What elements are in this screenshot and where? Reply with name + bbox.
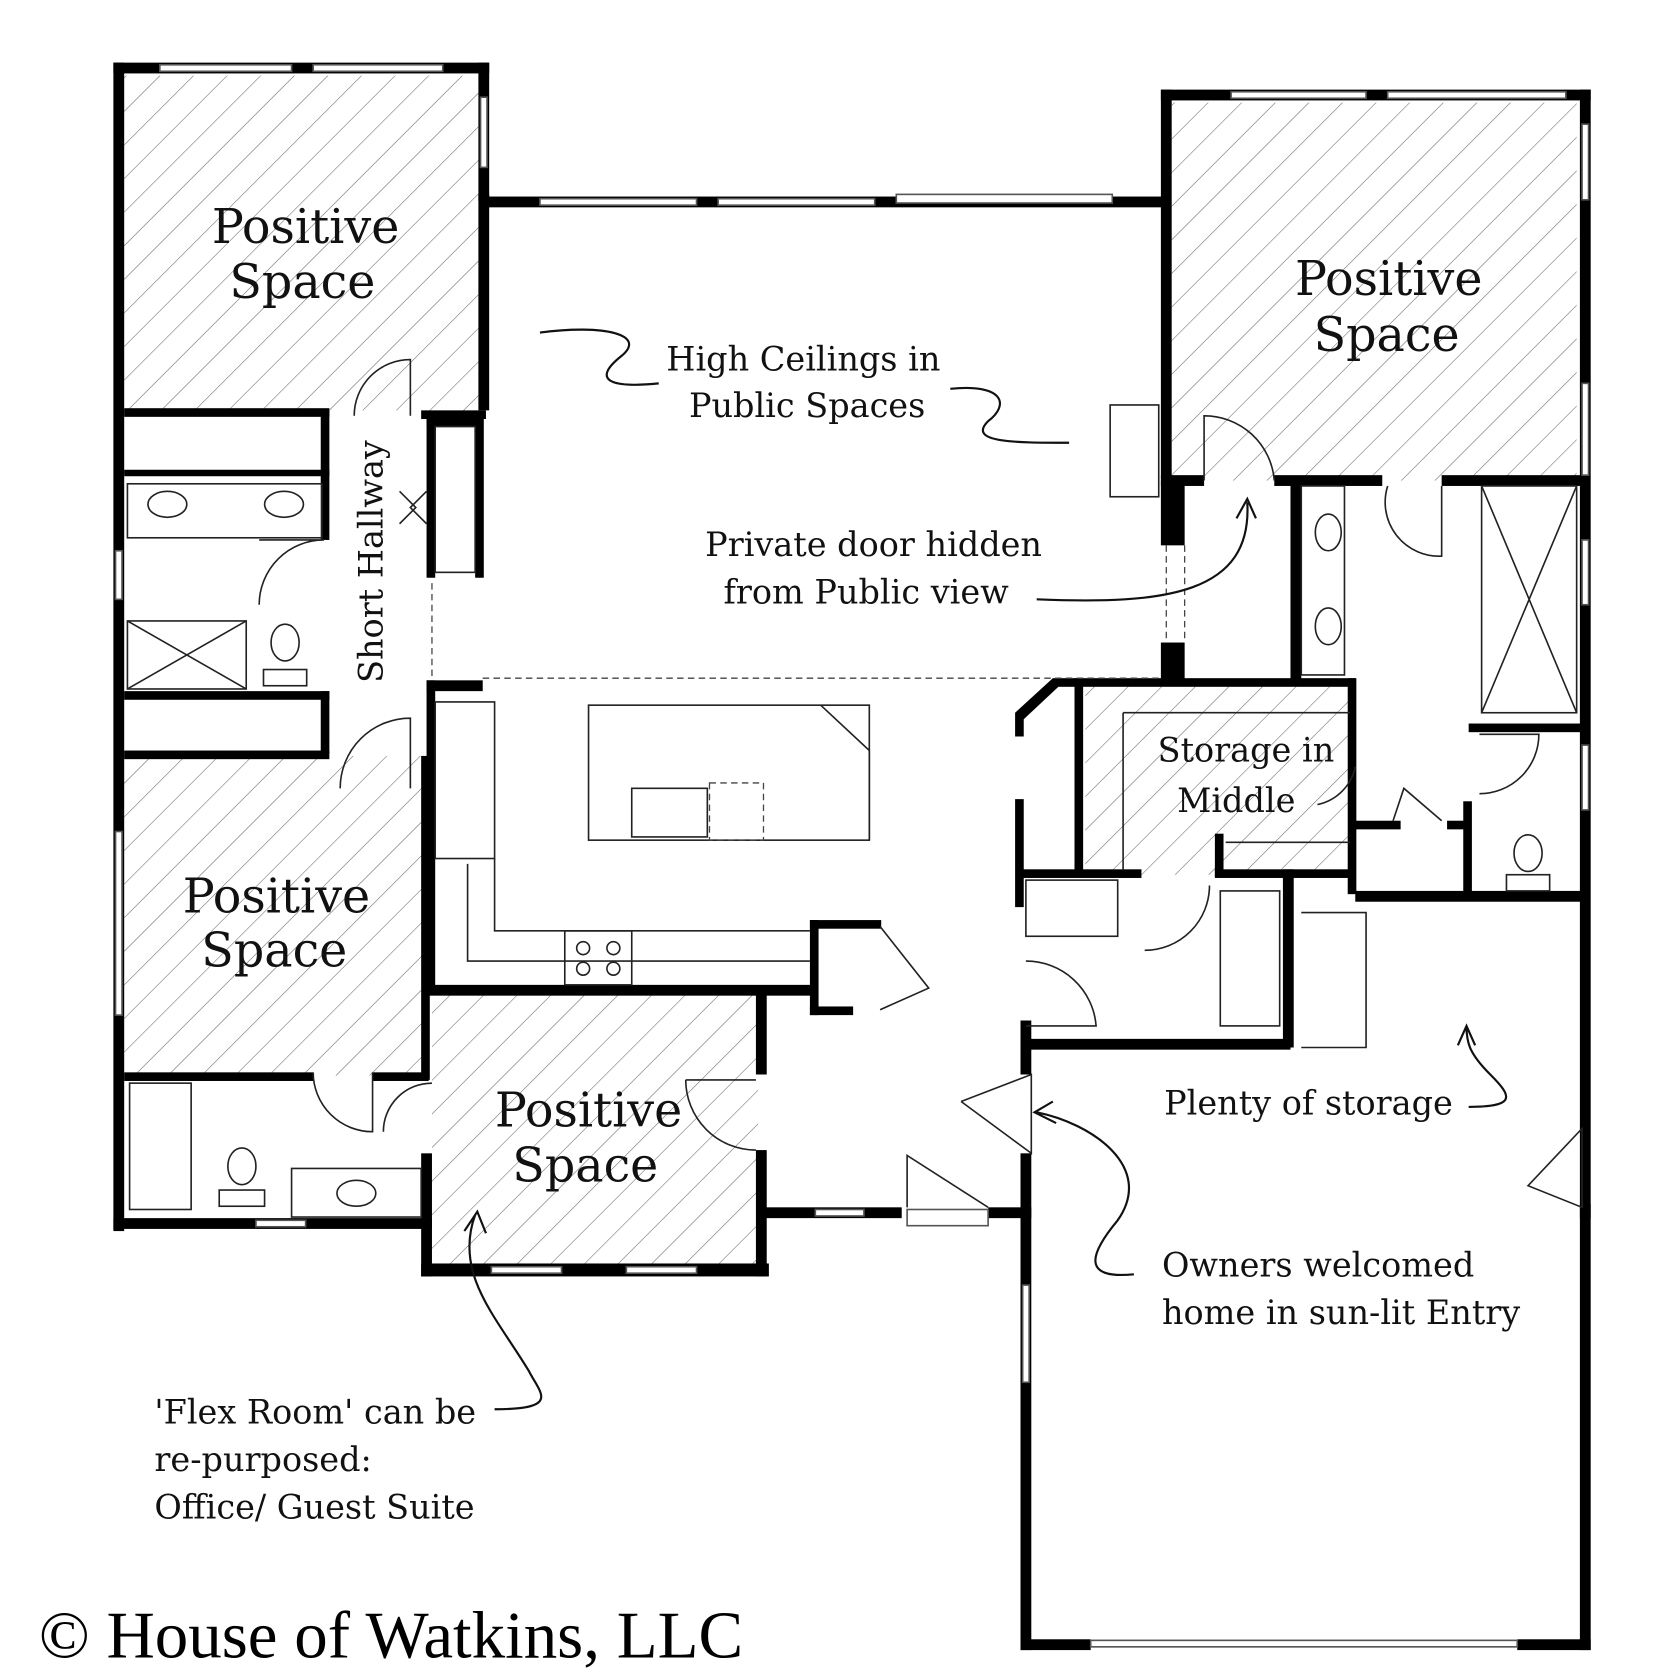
annotation-arrows (463, 328, 1508, 1411)
label-positive-space-2b: Space (1314, 308, 1460, 363)
label-owners-1: Owners welcomed (1162, 1245, 1474, 1284)
label-positive-space-1b: Space (229, 255, 375, 310)
hatch-bedroom-left (124, 755, 429, 1076)
label-positive-space-3b: Space (201, 924, 347, 979)
arrow-private-door (1036, 496, 1257, 602)
label-flex-1: 'Flex Room' can be (154, 1392, 476, 1431)
arrow-plenty-storage (1456, 1023, 1508, 1108)
label-positive-space-3a: Positive (183, 870, 370, 925)
label-private-door-1: Private door hidden (705, 525, 1042, 564)
arrow-flex-room (463, 1209, 543, 1411)
fixtures (126, 404, 1578, 1218)
label-high-ceilings-2: Public Spaces (689, 386, 925, 425)
label-flex-2: re-purposed: (154, 1440, 371, 1479)
hatch-master-bedroom (124, 75, 479, 413)
labels: Positive Space Positive Space Positive S… (39, 200, 1520, 1673)
label-private-door-2: from Public view (724, 573, 1010, 612)
label-short-hallway: Short Hallway (351, 440, 390, 683)
label-positive-space-1a: Positive (212, 200, 399, 255)
label-storage-2: Middle (1177, 781, 1295, 820)
copyright: © House of Watkins, LLC (39, 1599, 743, 1673)
label-positive-space-4b: Space (512, 1138, 658, 1193)
arrow-owners-entry (1032, 1100, 1134, 1277)
hatch-bedroom-right (1171, 102, 1577, 481)
arrow-high-ceilings-left (539, 328, 659, 386)
arrow-high-ceilings-right (950, 386, 1070, 444)
label-flex-3: Office/ Guest Suite (154, 1487, 474, 1526)
label-plenty-storage: Plenty of storage (1164, 1083, 1453, 1122)
windows (114, 63, 1590, 1384)
label-owners-2: home in sun-lit Entry (1162, 1293, 1520, 1332)
label-positive-space-2a: Positive (1295, 252, 1482, 307)
hatch-flex-room (431, 993, 759, 1270)
label-high-ceilings-1: High Ceilings in (666, 339, 940, 378)
label-storage-1: Storage in (1158, 730, 1335, 769)
doors (258, 358, 1583, 1209)
label-positive-space-4a: Positive (495, 1083, 682, 1138)
